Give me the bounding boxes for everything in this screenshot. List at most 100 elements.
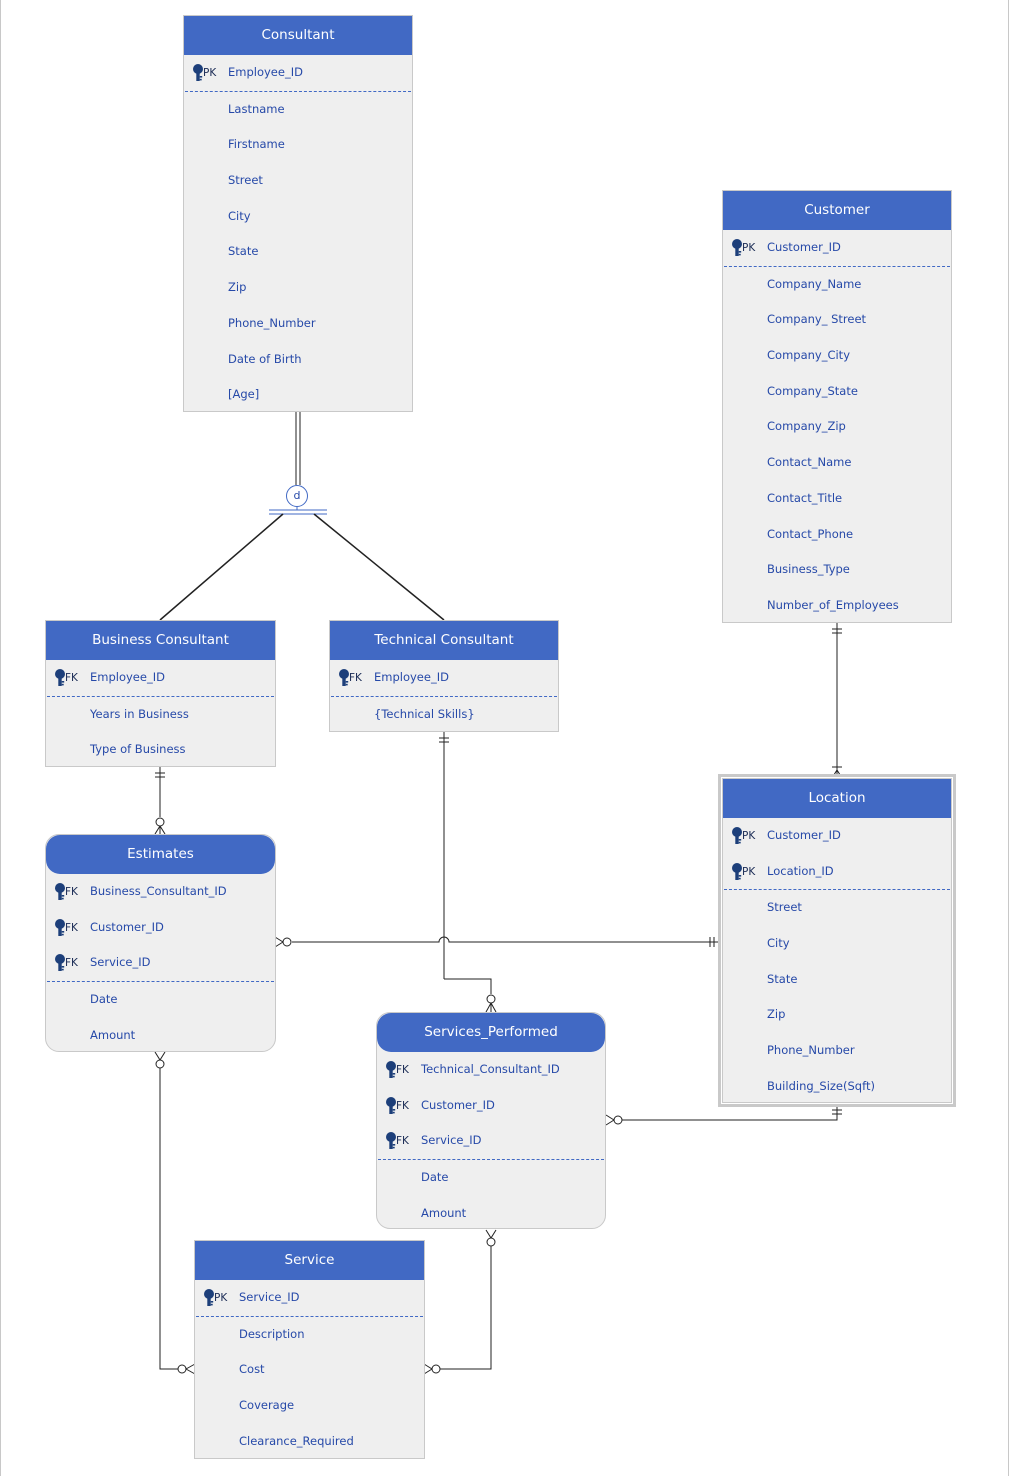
attribute-row: [Age] bbox=[184, 377, 412, 413]
key-icon bbox=[55, 883, 65, 900]
attribute-row: Contact_Title bbox=[723, 481, 951, 517]
primary-key-marker: PK bbox=[731, 239, 765, 257]
key-attribute-name: Service_ID bbox=[90, 955, 151, 970]
key-tag: PK bbox=[742, 865, 756, 878]
attribute-name: Company_ Street bbox=[767, 312, 867, 327]
attribute-row: Street bbox=[723, 890, 951, 926]
attribute-row: Amount bbox=[377, 1196, 605, 1232]
key-icon bbox=[732, 239, 742, 256]
key-attribute-name: Technical_Consultant_ID bbox=[421, 1062, 560, 1076]
attribute-name: [Age] bbox=[228, 387, 260, 402]
attribute-row: Number_of_Employees bbox=[723, 588, 951, 624]
attribute-row: Company_City bbox=[723, 338, 951, 374]
attribute-name: Description bbox=[239, 1326, 305, 1341]
attribute-name: State bbox=[767, 971, 798, 986]
attribute-name: Street bbox=[228, 173, 263, 188]
attribute-row: Company_Name bbox=[723, 267, 951, 303]
foreign-key-marker: FK bbox=[338, 669, 372, 687]
entity-title: Location bbox=[723, 779, 951, 818]
attribute-name: Company_City bbox=[767, 348, 850, 363]
attribute-name: Years in Business bbox=[90, 706, 189, 721]
key-attribute-name: Customer_ID bbox=[90, 919, 164, 934]
attribute-name: Phone_Number bbox=[228, 315, 316, 330]
services-service-line bbox=[440, 1246, 492, 1370]
key-attribute-name: Employee_ID bbox=[90, 670, 165, 684]
foreign-key-marker: FK bbox=[385, 1132, 419, 1150]
key-tag: FK bbox=[65, 886, 78, 898]
attribute-row: Date bbox=[46, 982, 275, 1018]
key-tag: FK bbox=[349, 672, 362, 684]
key-attribute-name: Employee_ID bbox=[228, 65, 303, 79]
key-tag: FK bbox=[65, 672, 78, 684]
key-attribute-name: Customer_ID bbox=[421, 1097, 495, 1112]
key-tag: PK bbox=[203, 67, 217, 79]
attribute-row: Building_Size(Sqft) bbox=[723, 1069, 951, 1105]
primary-key-marker: PK bbox=[192, 64, 226, 82]
location-services-line bbox=[622, 1106, 838, 1121]
key-tag: FK bbox=[396, 1099, 409, 1112]
attribute-name: Building_Size(Sqft) bbox=[767, 1078, 875, 1093]
attribute-row: Firstname bbox=[184, 127, 412, 163]
key-attribute-name: Customer_ID bbox=[767, 828, 841, 842]
attribute-row: Company_State bbox=[723, 374, 951, 410]
attribute-name: Date of Birth bbox=[228, 351, 302, 366]
entity-title: Consultant bbox=[184, 16, 412, 55]
attribute-name: Firstname bbox=[228, 137, 285, 152]
foreign-key-marker: FK bbox=[385, 1061, 419, 1079]
attribute-row: Contact_Name bbox=[723, 445, 951, 481]
attribute-row: Phone_Number bbox=[723, 1033, 951, 1069]
attribute-name: Type of Business bbox=[90, 742, 186, 757]
key-icon bbox=[204, 1289, 214, 1306]
key-attribute-name: Employee_ID bbox=[374, 670, 449, 684]
attribute-name: Number_of_Employees bbox=[767, 597, 899, 612]
key-icon bbox=[386, 1061, 396, 1078]
canvas-border-left bbox=[0, 0, 1, 1476]
key-icon bbox=[386, 1132, 396, 1150]
key-separator bbox=[185, 90, 411, 92]
foreign-key-marker: FK bbox=[54, 669, 88, 687]
attribute-row: Company_Zip bbox=[723, 409, 951, 445]
key-separator bbox=[378, 1159, 604, 1161]
entity-title: Estimates bbox=[46, 835, 275, 874]
attribute-row: Phone_Number bbox=[184, 306, 412, 342]
key-icon bbox=[386, 1096, 396, 1114]
attribute-row: Company_ Street bbox=[723, 302, 951, 338]
attribute-name: State bbox=[228, 244, 259, 259]
key-icon bbox=[55, 954, 65, 972]
attribute-name: Business_Type bbox=[767, 562, 850, 577]
key-separator bbox=[331, 695, 557, 697]
key-separator bbox=[724, 265, 950, 267]
primary-key-marker: PK bbox=[203, 1289, 237, 1307]
attribute-name: Zip bbox=[767, 1007, 786, 1022]
attribute-row: Type of Business bbox=[46, 732, 275, 768]
attribute-name: Zip bbox=[228, 280, 247, 295]
key-attribute-row: FK Employee_ID bbox=[46, 660, 275, 696]
key-icon bbox=[339, 669, 349, 686]
key-tag: PK bbox=[214, 1292, 228, 1304]
foreign-key-marker: FK bbox=[54, 954, 88, 972]
primary-key-marker: PK bbox=[731, 827, 765, 845]
key-attribute-name: Customer_ID bbox=[767, 240, 841, 254]
primary-key-marker: PK bbox=[731, 862, 765, 881]
key-attribute-row: PK Employee_ID bbox=[184, 55, 412, 91]
attribute-row: State bbox=[723, 962, 951, 998]
attribute-name: Amount bbox=[90, 1027, 136, 1042]
attribute-name: City bbox=[767, 936, 790, 951]
entity-title: Service bbox=[195, 1241, 424, 1280]
attribute-row: Date bbox=[377, 1160, 605, 1196]
key-separator bbox=[47, 695, 274, 697]
